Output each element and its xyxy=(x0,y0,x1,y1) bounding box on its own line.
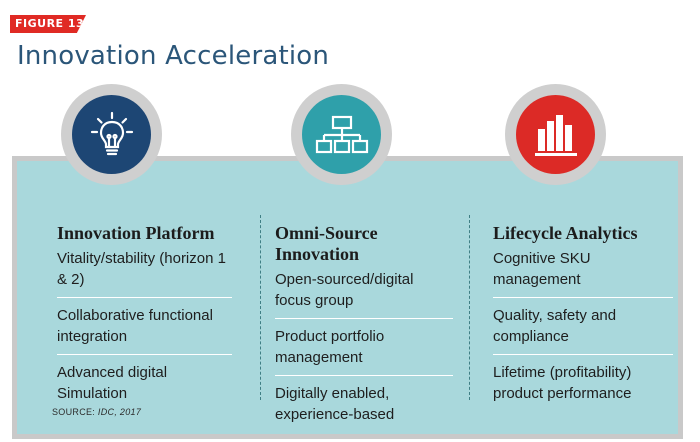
list-item: Product portfolio management xyxy=(275,325,453,376)
page-title: Innovation Acceleration xyxy=(17,41,330,71)
lightbulb-icon xyxy=(90,111,133,155)
bar-chart-badge xyxy=(505,84,606,185)
list-item: Quality, safety and compliance xyxy=(493,304,673,355)
list-item: Lifetime (profitability) product perform… xyxy=(493,364,632,402)
source-note: SOURCE: IDC, 2017 xyxy=(52,407,141,417)
content-panel: Innovation Platform Vitality/stability (… xyxy=(12,156,683,439)
column-divider xyxy=(469,215,470,400)
column-divider xyxy=(260,215,261,400)
list-item: Collaborative functional integration xyxy=(57,304,232,355)
source-citation: IDC, 2017 xyxy=(97,407,142,417)
column-omni-source-innovation: Omni-Source Innovation Open-sourced/digi… xyxy=(275,223,453,438)
list-item: Vitality/stability (horizon 1 & 2) xyxy=(57,247,232,298)
column-heading: Innovation Platform xyxy=(57,223,215,243)
column-innovation-platform: Innovation Platform Vitality/stability (… xyxy=(57,223,272,417)
lightbulb-badge xyxy=(61,84,162,185)
hierarchy-chart-icon xyxy=(315,115,368,153)
figure-tag: FIGURE 13 xyxy=(10,15,86,33)
source-label: SOURCE: xyxy=(52,407,96,417)
column-heading: Omni-Source Innovation xyxy=(275,223,378,264)
hierarchy-badge xyxy=(291,84,392,185)
column-heading: Lifecycle Analytics xyxy=(493,223,638,243)
list-item: Digitally enabled, experience-based xyxy=(275,385,395,423)
column-lifecycle-analytics: Lifecycle Analytics Cognitive SKU manage… xyxy=(493,223,673,417)
list-item: Cognitive SKU management xyxy=(493,247,673,298)
list-item: Advanced digital Simulation xyxy=(57,364,168,402)
bar-chart-icon xyxy=(534,114,577,156)
list-item: Open-sourced/digital focus group xyxy=(275,268,453,319)
